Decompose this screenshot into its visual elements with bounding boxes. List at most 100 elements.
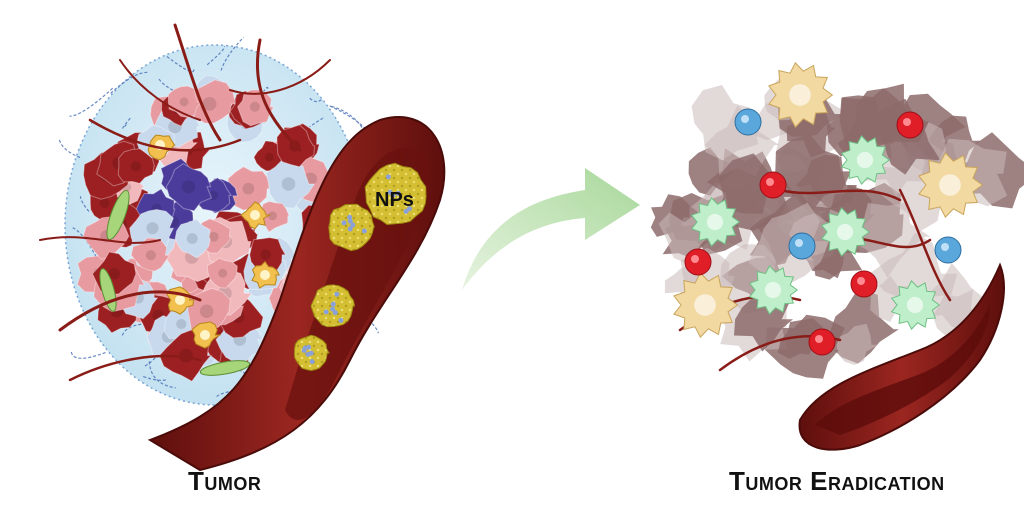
cell-nucleus	[939, 174, 961, 196]
tumor-caption: Tumor	[188, 466, 262, 496]
cell-highlight	[857, 277, 865, 285]
capillary	[255, 38, 302, 152]
fiber	[309, 97, 323, 103]
cell-nucleus	[181, 180, 196, 194]
nanoparticle-payload	[390, 192, 396, 198]
nanoparticle-payload	[347, 218, 353, 224]
tumor-cell	[117, 148, 156, 184]
cell-nucleus	[789, 84, 811, 106]
tumor-eradication-illustration	[650, 62, 1024, 451]
cell-debris	[688, 147, 734, 196]
fiber	[143, 376, 167, 381]
tumor-cell	[206, 257, 239, 289]
capillary	[173, 23, 222, 142]
capillary	[119, 59, 201, 121]
cell-nucleus	[260, 270, 270, 280]
cell-debris	[836, 323, 879, 365]
nanoparticle-payload	[350, 222, 356, 228]
cell-nucleus	[268, 211, 277, 221]
tumor-cell	[265, 158, 316, 209]
t-cell	[850, 270, 878, 298]
tumor-cell	[165, 163, 213, 212]
t-cell	[896, 111, 924, 139]
capillary	[898, 188, 952, 302]
capillary	[68, 354, 202, 382]
nanoparticle-payload	[302, 345, 308, 351]
nanoparticle-payload	[332, 310, 338, 316]
cell-nucleus	[146, 222, 159, 235]
nanoparticle-payload	[341, 220, 347, 226]
cell-nucleus	[265, 152, 274, 162]
fiber	[110, 71, 149, 94]
capillary	[778, 188, 902, 202]
cell-nucleus	[250, 210, 260, 220]
tumor-eradication-caption: Tumor Eradication	[729, 466, 945, 496]
cell-nucleus	[145, 250, 156, 261]
nanoparticle-payload	[330, 306, 336, 312]
cell-nucleus	[186, 233, 198, 244]
capillary	[58, 290, 202, 332]
transition-arrow	[462, 168, 640, 290]
nanoparticle-payload	[309, 359, 315, 365]
fiber	[58, 137, 81, 159]
nanoparticles-label: NPs	[375, 189, 414, 211]
cell-debris	[869, 232, 958, 310]
t-cell	[759, 171, 787, 199]
b-cell	[934, 236, 962, 264]
cell-nucleus	[199, 304, 214, 318]
fiber	[69, 87, 114, 117]
cell-highlight	[741, 115, 749, 123]
cell-nucleus	[706, 213, 724, 231]
cell-nucleus	[242, 182, 255, 195]
nanoparticle-payload	[347, 226, 353, 232]
cell-nucleus	[130, 161, 141, 172]
nanoparticle-payload	[334, 291, 340, 297]
nanoparticle-payload	[387, 189, 393, 195]
cell-nucleus	[260, 249, 271, 260]
nanoparticles	[293, 162, 427, 372]
nanoparticle-payload	[361, 228, 367, 234]
cell-debris	[775, 134, 852, 214]
nanoparticle-payload	[347, 214, 353, 220]
capillary	[88, 118, 242, 152]
nanoparticle-payload	[406, 206, 412, 212]
cell-highlight	[766, 178, 774, 186]
b-cell	[734, 108, 762, 136]
cell-highlight	[941, 243, 949, 251]
cell-nucleus	[836, 223, 854, 241]
cell-nucleus	[249, 101, 260, 112]
cell-nucleus	[694, 294, 716, 316]
nanoparticle-payload	[323, 309, 329, 315]
nanoparticle-payload	[385, 174, 391, 180]
nanoparticle-payload	[338, 317, 344, 323]
cell-nucleus	[281, 177, 296, 191]
cell-nucleus	[99, 198, 110, 208]
tumor-cell	[130, 237, 171, 272]
cell-debris	[691, 85, 763, 161]
immune-cells	[673, 62, 984, 356]
fiber	[158, 78, 198, 102]
cell-nucleus	[906, 296, 924, 314]
cell-highlight	[815, 335, 823, 343]
cell-nucleus	[200, 330, 210, 340]
cell-nucleus	[208, 231, 219, 242]
cell-highlight	[903, 118, 911, 126]
nanoparticle-payload	[403, 208, 409, 214]
fiber	[70, 351, 106, 359]
cell-nucleus	[764, 281, 782, 299]
cell-nucleus	[108, 268, 120, 280]
tumor-illustration: NPs	[39, 23, 446, 472]
t-cell	[808, 328, 836, 356]
tumor-cell	[174, 218, 211, 259]
cell-debris	[874, 149, 957, 232]
capillary	[229, 59, 331, 95]
cell-highlight	[795, 239, 803, 247]
nanoparticle-payload	[395, 190, 401, 196]
cell-nucleus	[218, 268, 228, 278]
b-cell	[788, 232, 816, 260]
cell-highlight	[691, 255, 699, 263]
cell-nucleus	[856, 151, 874, 169]
fiber	[166, 55, 195, 73]
